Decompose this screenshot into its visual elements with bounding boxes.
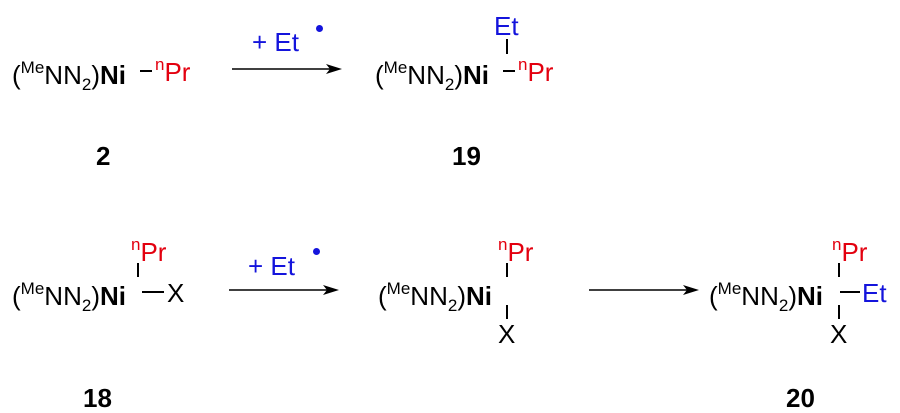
nickel-atom: Ni bbox=[463, 60, 489, 90]
paren-close: ) bbox=[457, 281, 466, 311]
propyl-text: Pr bbox=[140, 237, 167, 267]
nickel-atom: Ni bbox=[100, 60, 126, 90]
paren-open: ( bbox=[709, 281, 718, 311]
npropyl-group-18: nPr bbox=[131, 236, 166, 265]
ni-x-bond-18 bbox=[142, 291, 164, 293]
halide-x-18: X bbox=[167, 278, 185, 308]
paren-close: ) bbox=[91, 60, 100, 90]
n-prefix: n bbox=[498, 235, 508, 254]
compound-18-structure: (MeNN2)Ni bbox=[12, 280, 126, 314]
ethyl-text: Et bbox=[494, 11, 519, 41]
paren-close: ) bbox=[788, 281, 797, 311]
npropyl-group-20: nPr bbox=[832, 236, 867, 265]
n-prefix: n bbox=[131, 235, 141, 254]
nn-ligand: NN bbox=[741, 281, 779, 311]
reagent-ethyl-radical-2: + Et bbox=[248, 253, 295, 279]
intermediate-structure: (MeNN2)Ni bbox=[378, 280, 492, 314]
methyl-superscript: Me bbox=[717, 279, 742, 298]
nn-ligand: NN bbox=[410, 281, 448, 311]
paren-close: ) bbox=[454, 60, 463, 90]
compound-2-structure: (MeNN2)Ni bbox=[12, 59, 126, 93]
radical-dot-2 bbox=[313, 248, 320, 255]
compound-label-20: 20 bbox=[786, 383, 815, 413]
ligand-subscript: 2 bbox=[778, 296, 789, 315]
halide-x-20: X bbox=[830, 319, 848, 349]
ligand-subscript: 2 bbox=[447, 296, 458, 315]
nn-ligand: NN bbox=[44, 60, 82, 90]
paren-close: ) bbox=[91, 281, 100, 311]
reaction-arrow-1 bbox=[232, 64, 342, 74]
ligand-subscript: 2 bbox=[444, 75, 455, 94]
ni-npr-bond-20 bbox=[838, 263, 840, 277]
ni-npr-bond bbox=[140, 70, 152, 72]
ni-npr-bond-19 bbox=[503, 70, 515, 72]
nickel-atom: Ni bbox=[100, 281, 126, 311]
ligand-subscript: 2 bbox=[81, 75, 92, 94]
nickel-atom: Ni bbox=[797, 281, 823, 311]
ligand-subscript: 2 bbox=[81, 296, 92, 315]
npropyl-group: nPr bbox=[155, 56, 190, 85]
propyl-text: Pr bbox=[507, 237, 534, 267]
methyl-superscript: Me bbox=[20, 58, 45, 77]
reagent-text: + Et bbox=[248, 251, 295, 281]
ethyl-group-20: Et bbox=[862, 278, 887, 308]
paren-open: ( bbox=[12, 281, 21, 311]
reaction-arrow-3 bbox=[589, 285, 699, 295]
ni-npr-bond-18 bbox=[137, 263, 139, 277]
npropyl-group-19: nPr bbox=[518, 56, 553, 85]
ni-x-bond-20 bbox=[838, 305, 840, 319]
methyl-superscript: Me bbox=[383, 58, 408, 77]
propyl-text: Pr bbox=[164, 57, 191, 87]
ethyl-group-top: Et bbox=[494, 13, 519, 39]
paren-open: ( bbox=[378, 281, 387, 311]
radical-dot-1 bbox=[316, 25, 323, 32]
compound-label-2: 2 bbox=[96, 141, 111, 171]
nn-ligand: NN bbox=[44, 281, 82, 311]
compound-label-19: 19 bbox=[452, 141, 481, 171]
methyl-superscript: Me bbox=[20, 279, 45, 298]
reagent-text: + Et bbox=[252, 27, 299, 57]
reagent-ethyl-radical-1: + Et bbox=[252, 29, 299, 55]
halide-x-intermediate: X bbox=[498, 319, 516, 349]
ni-et-bond-19 bbox=[506, 39, 508, 54]
nn-ligand: NN bbox=[407, 60, 445, 90]
n-prefix: n bbox=[155, 55, 165, 74]
methyl-superscript: Me bbox=[386, 279, 411, 298]
paren-open: ( bbox=[12, 60, 21, 90]
n-prefix: n bbox=[518, 55, 528, 74]
propyl-text: Pr bbox=[527, 57, 554, 87]
ni-npr-bond-intermediate bbox=[506, 263, 508, 277]
n-prefix: n bbox=[832, 235, 842, 254]
propyl-text: Pr bbox=[841, 237, 868, 267]
ni-x-bond-intermediate bbox=[506, 305, 508, 319]
paren-open: ( bbox=[375, 60, 384, 90]
compound-label-18: 18 bbox=[83, 383, 112, 413]
ni-et-bond-20 bbox=[840, 291, 860, 293]
npropyl-group-intermediate: nPr bbox=[498, 236, 533, 265]
compound-19-structure: (MeNN2)Ni bbox=[375, 59, 489, 93]
compound-20-structure: (MeNN2)Ni bbox=[709, 280, 823, 314]
reaction-arrow-2 bbox=[229, 285, 339, 295]
nickel-atom: Ni bbox=[466, 281, 492, 311]
